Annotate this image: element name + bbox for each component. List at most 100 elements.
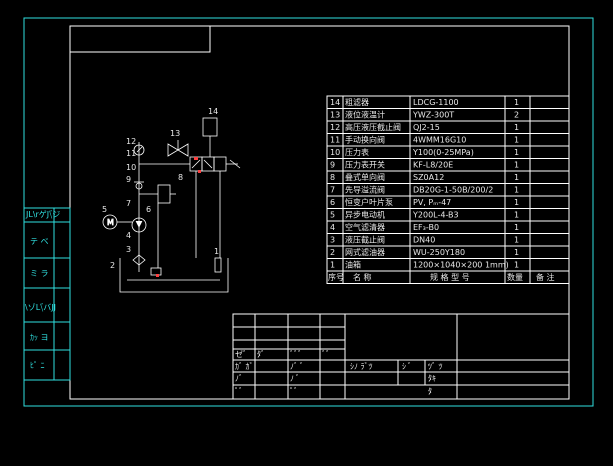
bom-cell-no: 7: [330, 186, 335, 195]
svg-text:M: M: [107, 218, 114, 227]
red-accents: [156, 157, 201, 277]
side-label-4: \ゾL\゙バJJ: [25, 303, 56, 312]
side-label-1: JL\rゲJ\゙ジ: [25, 209, 60, 219]
bom-cell-model: EF₃-B0: [413, 223, 439, 232]
bom-cell-model: WU-250Y180: [413, 248, 465, 257]
bom-cell-qty: 1: [514, 223, 519, 232]
bom-cell-qty: 1: [514, 186, 519, 195]
tb-r2-b: ﾉﾞ ﾞ: [290, 362, 304, 371]
bom-cell-model: DB20G-1-50B/200/2: [413, 186, 493, 195]
bom-cell-qty: 1: [514, 198, 519, 207]
callout-3: 3: [126, 245, 131, 254]
bom-cell-no: 9: [330, 161, 335, 170]
bom-cell-model: Y200L-4-B3: [412, 211, 459, 220]
bom-cell-no: 1: [330, 261, 335, 270]
callout-9: 9: [126, 175, 131, 184]
callout-11: 11: [126, 149, 136, 158]
tb-page: ﾀｷ: [428, 374, 436, 383]
bom-cell-no: 13: [330, 111, 340, 120]
bom-cell-qty: 1: [514, 123, 519, 132]
side-label-column: JL\rゲJ\゙ジ テ ベ ミ ラ \ゾL\゙バJJ ｶｯ ヨ ﾋﾟ ﾆ: [23, 207, 71, 381]
callout-7: 7: [126, 199, 131, 208]
bom-header-remark: 备 注: [536, 272, 555, 282]
bom-cell-name: 空气滤清器: [345, 222, 385, 232]
bom-header-name: 名 称: [353, 272, 372, 282]
side-label-3: ミ ラ: [30, 269, 49, 278]
bom-cell-model: YWZ-300T: [412, 111, 454, 120]
bom-cell-model: 1200×1040×200 1mm): [413, 261, 509, 270]
bom-cell-name: 恒变户叶片泵: [345, 197, 393, 207]
bom-cell-no: 8: [330, 173, 335, 182]
callout-10: 10: [126, 163, 136, 172]
bom-cell-name: 网式滤油器: [345, 247, 385, 257]
bom-cell-no: 4: [330, 223, 335, 232]
title-block: ゼﾞ ﾀﾞ ﾞﾞﾞ ﾞﾞ ｶﾞ ｶﾞ ﾉﾞ ﾞ ｼﾉ ﾗﾞﾂ ｼ ﾞ ﾂﾞ ﾂ …: [232, 313, 570, 400]
tank-outline: [119, 258, 229, 293]
bom-cell-qty: 1: [514, 148, 519, 157]
callout-2: 2: [110, 261, 115, 270]
callout-8: 8: [178, 173, 183, 182]
bom-cell-name: 液压截止阀: [345, 235, 385, 245]
tb-r4-b: ﾟﾞ: [290, 387, 298, 396]
bom-cell-no: 14: [330, 98, 340, 107]
hydraulic-schematic: M: [102, 117, 241, 293]
bom-cell-qty: 1: [514, 98, 519, 107]
bom-cell-model: QJ2-15: [413, 123, 440, 132]
bom-cell-name: 油箱: [345, 260, 361, 270]
tb-r1-a: ゼﾞ: [235, 349, 247, 359]
bom-cell-model: 4WMM16G10: [413, 136, 466, 145]
tb-r1-d: ﾞﾞ: [322, 350, 330, 359]
tb-stage: ｼﾉ ﾗﾞﾂ: [350, 362, 373, 371]
callout-4: 4: [126, 231, 131, 240]
bom-cell-model: PV, Pₘ-47: [413, 198, 451, 207]
bom-cell-no: 3: [330, 236, 335, 245]
bom-cell-qty: 1: [514, 211, 519, 220]
bom-cell-model: KF-L8/20E: [413, 161, 453, 170]
bom-cell-name: 高压液压截止阀: [345, 122, 401, 132]
bom-cell-model: Y100(0-25MPa): [412, 148, 474, 157]
callout-13: 13: [170, 129, 180, 138]
bom-cell-no: 2: [330, 248, 335, 257]
bom-cell-model: DN40: [413, 236, 435, 245]
bom-cell-qty: 1: [514, 173, 519, 182]
callout-5: 5: [102, 205, 107, 214]
bom-cell-qty: 1: [514, 161, 519, 170]
cylinder: [202, 117, 218, 137]
callout-14: 14: [208, 107, 218, 116]
tb-r1-c: ﾞﾞﾞ: [290, 350, 302, 359]
bom-cell-qty: 1: [514, 248, 519, 257]
bom-cell-name: 叠式单向阀: [345, 172, 385, 182]
side-label-5: ｶｯ ヨ: [30, 333, 49, 342]
bom-cell-qty: 1: [514, 136, 519, 145]
bom-header-qty: 数量: [507, 272, 523, 282]
tb-scale: ﾂﾞ ﾂ: [428, 362, 443, 371]
outer-frame: [23, 17, 594, 407]
callout-12: 12: [126, 137, 136, 146]
bom-cell-qty: 1: [514, 261, 519, 270]
bom-cell-no: 11: [330, 136, 340, 145]
side-label-2: テ ベ: [30, 237, 49, 246]
bom-cell-no: 12: [330, 123, 340, 132]
bom-cell-name: 压力表开关: [345, 160, 385, 170]
bom-cell-name: 异步电动机: [345, 210, 385, 220]
tb-r3-b: ﾉ ﾞ: [290, 374, 300, 383]
bom-cell-name: 先导溢流阀: [345, 185, 385, 195]
bom-cell-name: 粗滤器: [345, 97, 369, 107]
bom-cell-no: 10: [330, 148, 340, 157]
filter-symbol: [132, 254, 146, 266]
tb-r4-c: ﾀ: [428, 387, 432, 396]
bom-cell-no: 5: [330, 211, 335, 220]
bom-cell-qty: 2: [514, 111, 519, 120]
tb-r3-a: ﾉﾞ: [235, 374, 243, 383]
tb-r2-a: ｶﾞ ｶﾞ: [235, 362, 254, 371]
bom-cell-no: 6: [330, 198, 335, 207]
relief-valve: [157, 184, 171, 204]
bom-cell-name: 压力表: [345, 147, 369, 157]
tb-weight: ｼ ﾞ: [402, 362, 412, 371]
tb-r1-b: ﾀﾞ: [257, 350, 265, 359]
bom-cell-model: SZ0A12: [413, 173, 444, 182]
callout-1: 1: [214, 247, 219, 256]
callout-6: 6: [146, 205, 151, 214]
